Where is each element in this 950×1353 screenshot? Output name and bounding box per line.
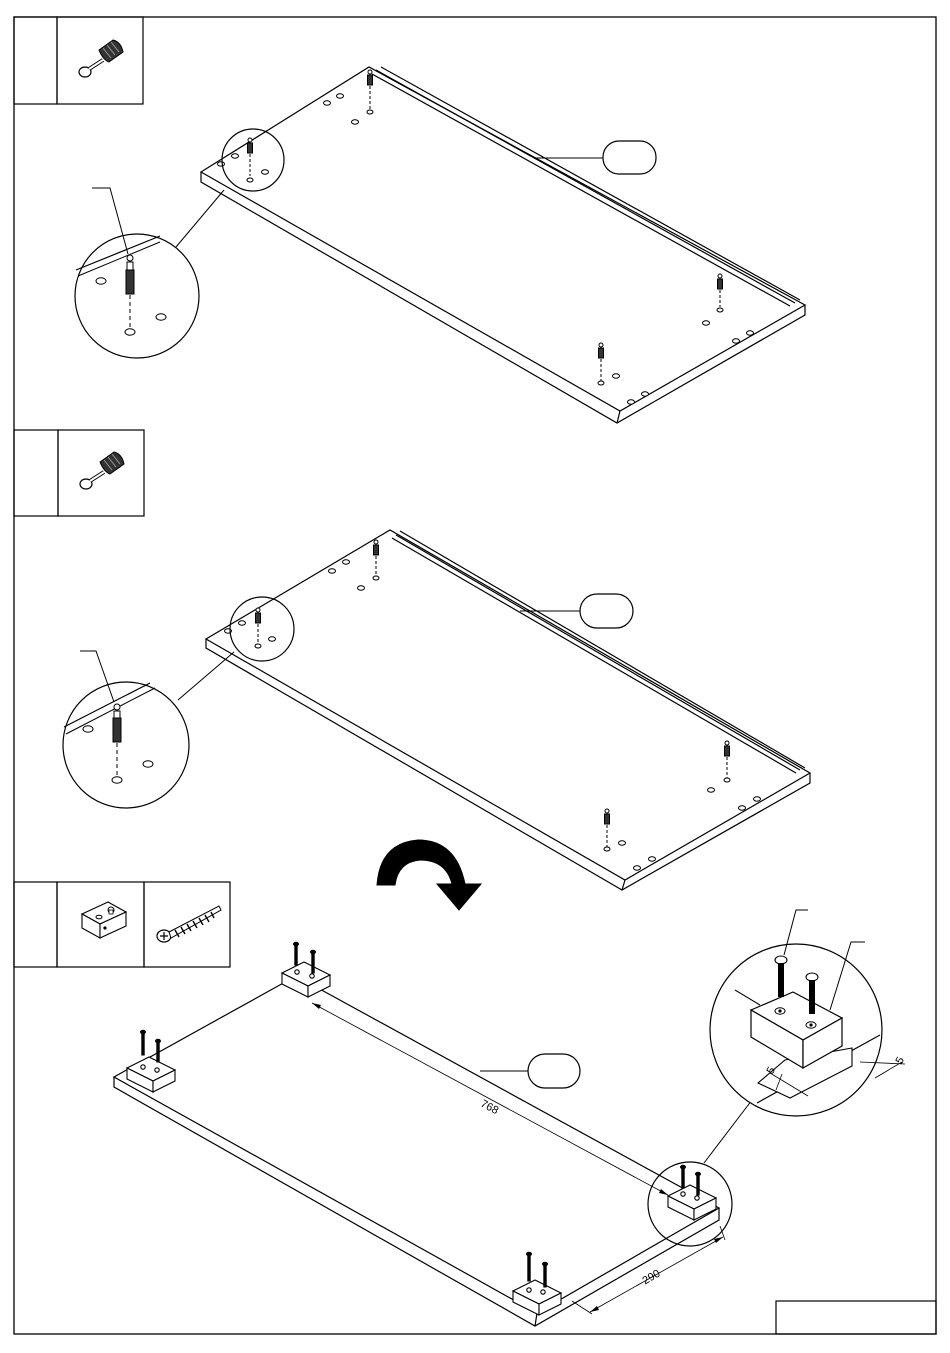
page-number-box xyxy=(776,1301,936,1334)
inset-b-label: 5 xyxy=(894,1055,907,1066)
rotate-arrow-icon xyxy=(377,840,481,910)
panel-3-callout xyxy=(480,1054,580,1088)
panel-1 xyxy=(201,67,805,423)
dowel-connector-icon xyxy=(80,452,124,489)
step-2-parts-box xyxy=(14,430,144,516)
dimension-depth-label: 290 xyxy=(641,1268,663,1288)
step-1 xyxy=(14,17,805,423)
plastic-foot-block-icon xyxy=(82,902,126,938)
panel-2 xyxy=(206,530,810,890)
step-3: 768 290 xyxy=(14,882,907,1326)
dowel-connector-icon xyxy=(79,40,123,77)
panel-3 xyxy=(114,976,719,1326)
step-1-parts-box xyxy=(14,17,143,104)
step-3-parts-box xyxy=(14,882,230,967)
step-2 xyxy=(14,430,810,890)
screw-icon xyxy=(157,906,221,942)
